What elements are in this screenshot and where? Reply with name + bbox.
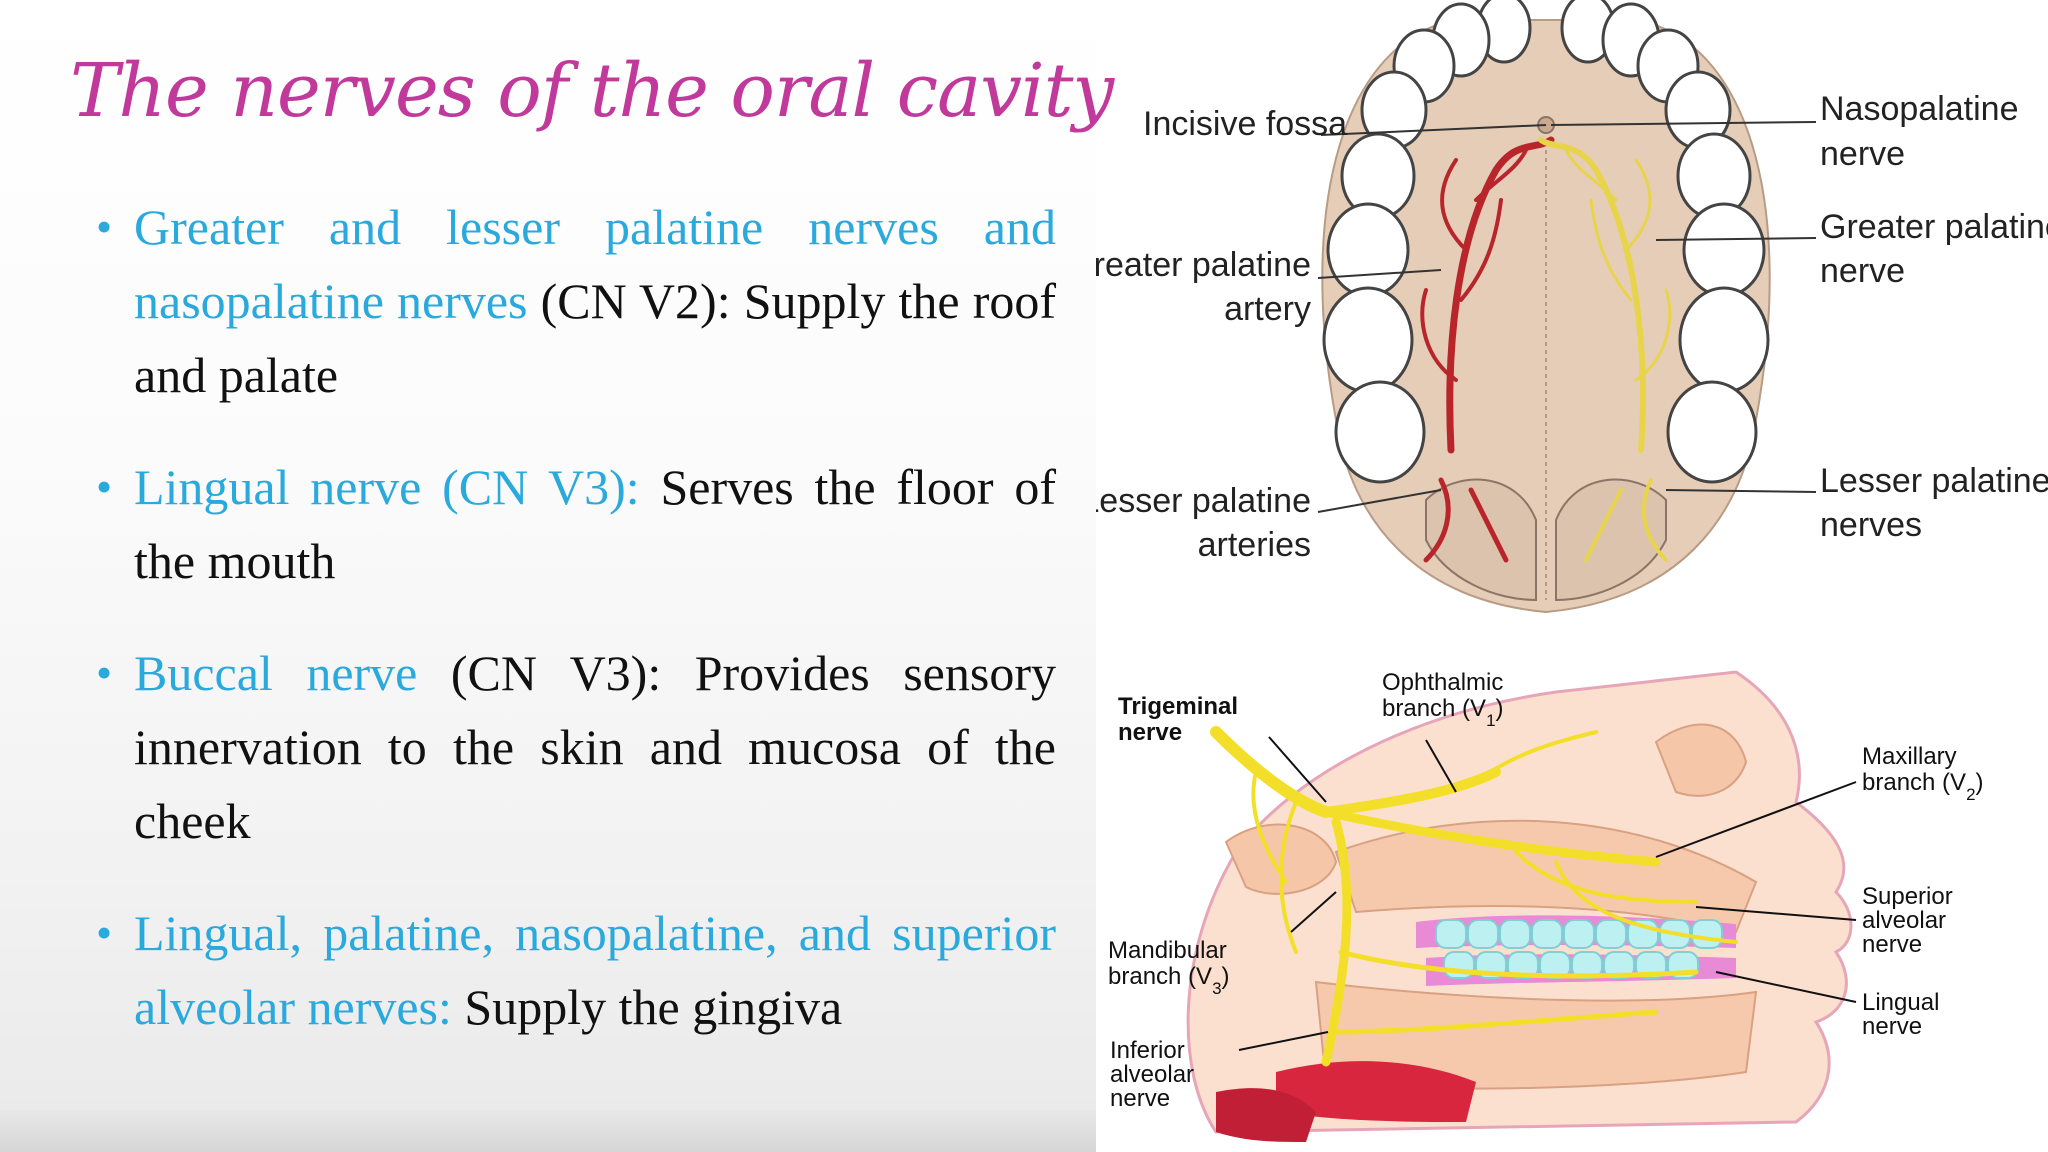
- label-greater-palatine-artery: Greater palatine: [1096, 246, 1311, 284]
- label-inferior-alveolar-nerve: Inferior: [1110, 1037, 1185, 1064]
- muscle-fibers: [1216, 1061, 1476, 1142]
- upper-teeth-right: [1560, 0, 1770, 484]
- bullet-text: (CN V3): Provides sensory innervation to…: [134, 645, 1056, 849]
- trigeminal-figure: Trigeminal nerve Ophthalmic branch (V1) …: [1096, 652, 2048, 1152]
- bullet-highlight: Lingual, palatine, nasopalatine, and sup…: [134, 905, 1056, 1035]
- bullet-dot-icon: •: [96, 461, 113, 512]
- label-greater-palatine-nerve-2: nerve: [1820, 252, 1905, 290]
- greater-palatine-nerve: [1538, 137, 1672, 453]
- lesser-palatine-nerves: [1584, 478, 1668, 562]
- bullet-lingual: • Lingual nerve (CN V3): Serves the floo…: [96, 450, 1056, 598]
- label-ophthalmic-branch-2: branch (V1): [1382, 695, 1504, 730]
- bullet-text: (CN V2): Supply the roof and palate: [134, 273, 1056, 403]
- palatine-bone-back: [1425, 478, 1537, 602]
- palate-figure: Incisive fossa Greater palatine artery L…: [1096, 0, 2048, 620]
- trigeminal-labels: Trigeminal nerve Ophthalmic branch (V1) …: [1108, 669, 1984, 1112]
- nasal-region: [1654, 723, 1748, 797]
- bullet-dot-icon: •: [96, 647, 113, 698]
- label-incisive-fossa: Incisive fossa: [1143, 105, 1347, 143]
- label-lesser-palatine-arteries: Lesser palatine: [1096, 482, 1311, 520]
- label-ophthalmic-branch: Ophthalmic: [1382, 669, 1503, 696]
- label-superior-alveolar-nerve-2: alveolar: [1862, 907, 1946, 934]
- label-nasopalatine-nerve: Nasopalatine: [1820, 90, 2018, 128]
- bullet-text: Supply the gingiva: [451, 979, 843, 1035]
- slide-bottom-band: [0, 1110, 1096, 1152]
- trigeminal-nerve-branches: [1210, 726, 1738, 1067]
- label-lesser-palatine-arteries-2: arteries: [1198, 526, 1311, 564]
- label-inferior-alveolar-nerve-2: alveolar: [1110, 1061, 1194, 1088]
- palatine-bone-back-right: [1555, 478, 1667, 602]
- palate-labels: Incisive fossa Greater palatine artery L…: [1096, 90, 2048, 564]
- palate-leader-lines: [1317, 121, 1817, 513]
- label-greater-palatine-nerve: Greater palatine: [1820, 208, 2048, 246]
- slide-title: The nerves of the oral cavity: [70, 48, 1114, 134]
- label-mandibular-branch-2: branch (V3): [1108, 963, 1230, 998]
- bullet-buccal: • Buccal nerve (CN V3): Provides sensory…: [96, 636, 1056, 858]
- greater-palatine-artery: [1420, 136, 1555, 454]
- bullet-dot-icon: •: [96, 907, 113, 958]
- bullet-palatine: • Greater and lesser palatine nerves and…: [96, 190, 1056, 412]
- bullet-text: Serves the floor of the mouth: [134, 459, 1056, 589]
- hard-palate-shape: [1321, 19, 1771, 614]
- lesser-palatine-arteries: [1423, 477, 1509, 563]
- label-maxillary-branch-2: branch (V2): [1862, 769, 1984, 804]
- bullet-highlight: Lingual nerve (CN V3):: [134, 459, 640, 515]
- label-lingual-nerve-2: nerve: [1862, 1013, 1922, 1040]
- bullet-highlight: Buccal nerve: [134, 645, 418, 701]
- bullet-gingiva: • Lingual, palatine, nasopalatine, and s…: [96, 896, 1056, 1044]
- label-lesser-palatine-nerves-2: nerves: [1820, 506, 1922, 544]
- label-lingual-nerve: Lingual: [1862, 989, 1939, 1016]
- label-nasopalatine-nerve-2: nerve: [1820, 135, 1905, 173]
- label-superior-alveolar-nerve-3: nerve: [1862, 931, 1922, 958]
- label-mandibular-branch: Mandibular: [1108, 937, 1227, 964]
- bullet-list: • Greater and lesser palatine nerves and…: [96, 190, 1056, 1044]
- label-lesser-palatine-nerves: Lesser palatine: [1820, 462, 2048, 500]
- palate-illustration: Incisive fossa Greater palatine artery L…: [1096, 0, 2048, 614]
- label-superior-alveolar-nerve: Superior: [1862, 883, 1953, 910]
- trigeminal-leader-lines: [1238, 736, 1857, 1051]
- label-maxillary-branch: Maxillary: [1862, 743, 1957, 770]
- label-greater-palatine-artery-2: artery: [1224, 290, 1311, 328]
- trigeminal-illustration: Trigeminal nerve Ophthalmic branch (V1) …: [1108, 669, 1984, 1142]
- bullet-dot-icon: •: [96, 201, 113, 252]
- label-trigeminal-nerve-2: nerve: [1118, 719, 1182, 746]
- slide-left-background: [0, 0, 1096, 1152]
- bullet-highlight: Greater and lesser palatine nerves and n…: [134, 199, 1056, 329]
- label-trigeminal-nerve: Trigeminal: [1118, 693, 1238, 720]
- label-inferior-alveolar-nerve-3: nerve: [1110, 1085, 1170, 1112]
